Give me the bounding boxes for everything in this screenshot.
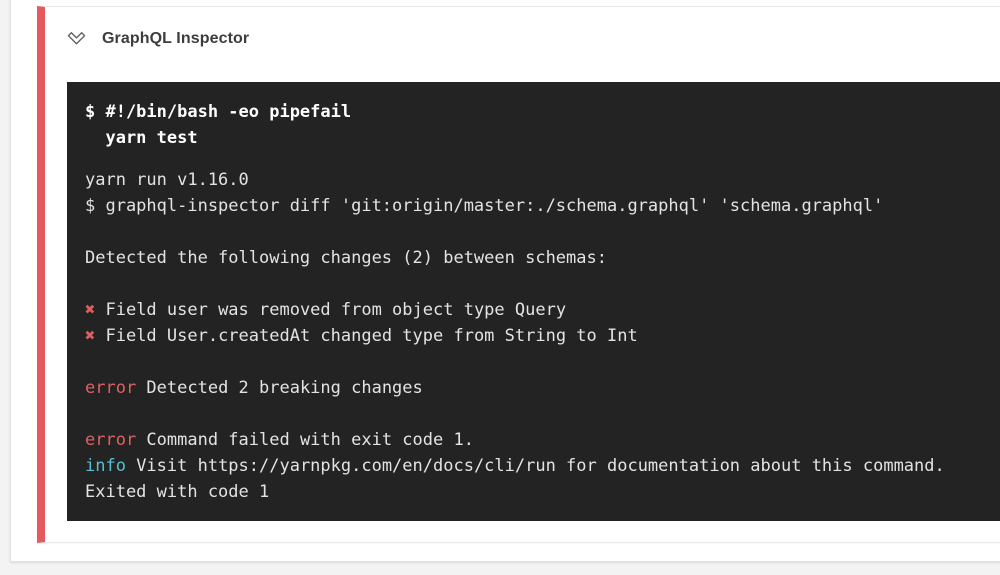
build-step-card: GraphQL Inspector $ #!/bin/bash -eo pipe…	[37, 6, 1000, 543]
command-block: $ #!/bin/bash -eo pipefail yarn test	[85, 99, 990, 151]
chevron-down-icon[interactable]	[65, 28, 88, 50]
error-summary-line: error Detected 2 breaking changes	[85, 375, 990, 401]
info-label: info	[85, 456, 126, 476]
error-label: error	[85, 430, 137, 450]
step-header[interactable]: GraphQL Inspector	[45, 7, 1000, 50]
command-line-shebang: $ #!/bin/bash -eo pipefail	[85, 102, 352, 122]
yarn-version-line: yarn run v1.16.0	[85, 170, 249, 190]
breaking-change-line-1: ✖ Field user was removed from object typ…	[85, 297, 990, 323]
breaking-change-text: Field user was removed from object type …	[95, 300, 567, 320]
info-docs-line: info Visit https://yarnpkg.com/en/docs/c…	[85, 453, 990, 479]
blank-line	[85, 219, 990, 245]
blank-line	[85, 349, 990, 375]
breaking-change-line-2: ✖ Field User.createdAt changed type from…	[85, 323, 990, 349]
error-label: error	[85, 378, 137, 398]
command-line-yarn-test: yarn test	[85, 128, 198, 148]
cross-mark-icon: ✖	[85, 300, 96, 320]
blank-line	[85, 401, 990, 427]
exit-code-line: Exited with code 1	[85, 482, 270, 502]
error-exit-line: error Command failed with exit code 1.	[85, 427, 990, 453]
blank-line	[85, 271, 990, 297]
changes-summary-line: Detected the following changes (2) betwe…	[85, 248, 607, 268]
step-title: GraphQL Inspector	[102, 30, 250, 47]
diff-command-line: $ graphql-inspector diff 'git:origin/mas…	[85, 196, 884, 216]
cross-mark-icon: ✖	[85, 326, 96, 346]
log-block: yarn run v1.16.0 $ graphql-inspector dif…	[85, 167, 990, 505]
build-output-panel: GraphQL Inspector $ #!/bin/bash -eo pipe…	[10, 0, 1000, 562]
terminal-output[interactable]: $ #!/bin/bash -eo pipefail yarn test yar…	[67, 82, 1000, 521]
error-text: Detected 2 breaking changes	[136, 378, 423, 398]
breaking-change-text: Field User.createdAt changed type from S…	[95, 326, 638, 346]
info-text: Visit https://yarnpkg.com/en/docs/cli/ru…	[125, 456, 945, 476]
error-text: Command failed with exit code 1.	[136, 430, 474, 450]
